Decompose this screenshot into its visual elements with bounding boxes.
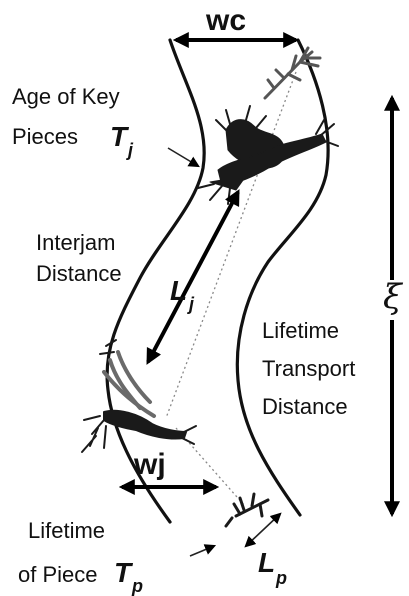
lifetime-piece-label-line1: Lifetime: [28, 518, 105, 543]
interjam-label-line2: Distance: [36, 261, 122, 286]
age-subscript: j: [126, 140, 134, 160]
interjam-symbol: L: [170, 275, 187, 306]
interjam-distance-arrow: [148, 192, 238, 362]
age-key-pieces-label-line2: Pieces: [12, 124, 78, 149]
piece-length-arrow: [246, 514, 280, 546]
channel-width-label: wc: [205, 4, 246, 37]
piece-lifetime-pointer-arrow: [190, 546, 214, 556]
jam-width-label: wj: [133, 448, 166, 481]
wood-piece-bottom: [226, 494, 268, 526]
age-key-pieces-label-line1: Age of Key: [12, 84, 120, 109]
piece-lifetime-symbol: T: [114, 557, 134, 588]
lifetime-transport-label-line2: Transport: [262, 356, 355, 381]
interjam-subscript: j: [187, 294, 195, 314]
lifetime-transport-label-line1: Lifetime: [262, 318, 339, 343]
piece-length-subscript: p: [275, 568, 287, 588]
piece-length-symbol: L: [258, 547, 275, 578]
interjam-label-line1: Interjam: [36, 230, 115, 255]
age-symbol: T: [110, 121, 130, 152]
lifetime-transport-label-line3: Distance: [262, 394, 348, 419]
right-bank: [237, 40, 328, 515]
transport-distance-symbol: ξ: [383, 277, 404, 317]
age-pointer-arrow: [168, 148, 198, 166]
log-jam-lower: [82, 340, 196, 452]
lifetime-piece-label-line2: of Piece: [18, 562, 98, 587]
piece-lifetime-subscript: p: [131, 576, 143, 596]
log-jam-upper: [198, 106, 338, 204]
